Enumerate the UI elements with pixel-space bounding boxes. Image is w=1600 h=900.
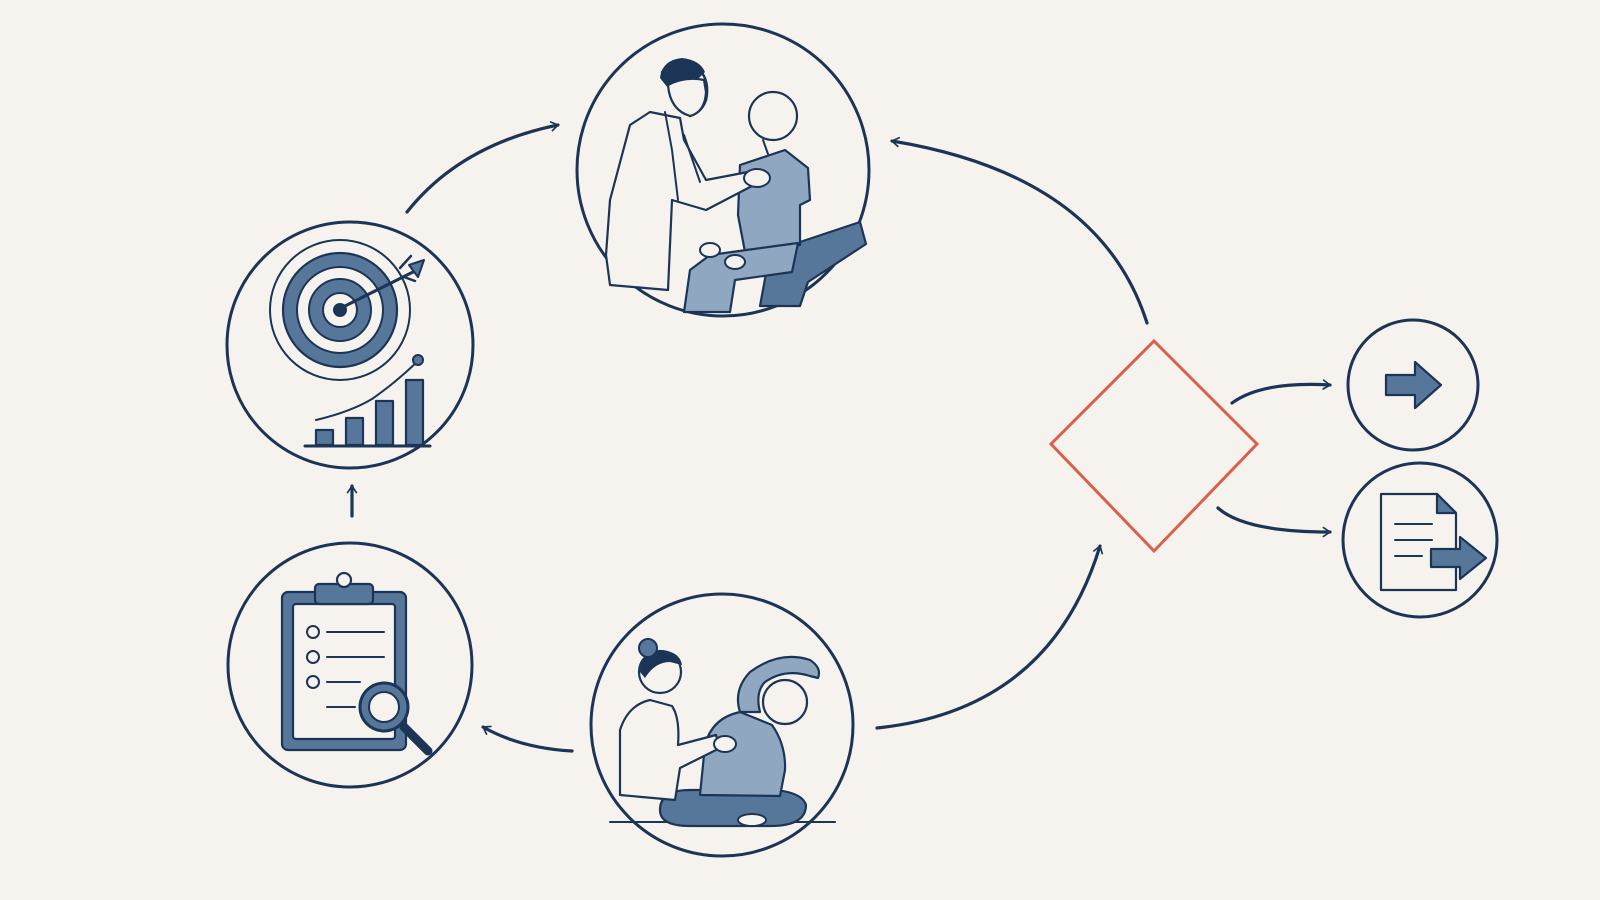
edge-therapy-to-decision	[875, 544, 1104, 730]
node-consultation	[575, 22, 871, 318]
node-referral	[1341, 461, 1499, 619]
clinician-patient-icon	[604, 58, 868, 314]
node-proceed	[1346, 318, 1480, 452]
node-goal-setting	[225, 220, 475, 470]
decision-diamond	[1048, 338, 1260, 554]
node-assessment	[226, 541, 474, 789]
edge-goal-to-consultation	[405, 121, 560, 214]
edge-therapy-to-assessment	[481, 725, 574, 753]
edge-decision-to-consultation	[890, 136, 1149, 325]
target-chart-icon	[269, 239, 432, 448]
edge-decision-to-proceed	[1230, 379, 1332, 405]
document-export-icon	[1379, 492, 1488, 592]
clipboard-search-icon	[280, 571, 433, 756]
stretching-therapy-icon	[609, 638, 836, 828]
node-therapy	[589, 592, 855, 858]
arrow-right-icon	[1384, 360, 1443, 410]
edge-decision-to-referral	[1216, 506, 1332, 538]
